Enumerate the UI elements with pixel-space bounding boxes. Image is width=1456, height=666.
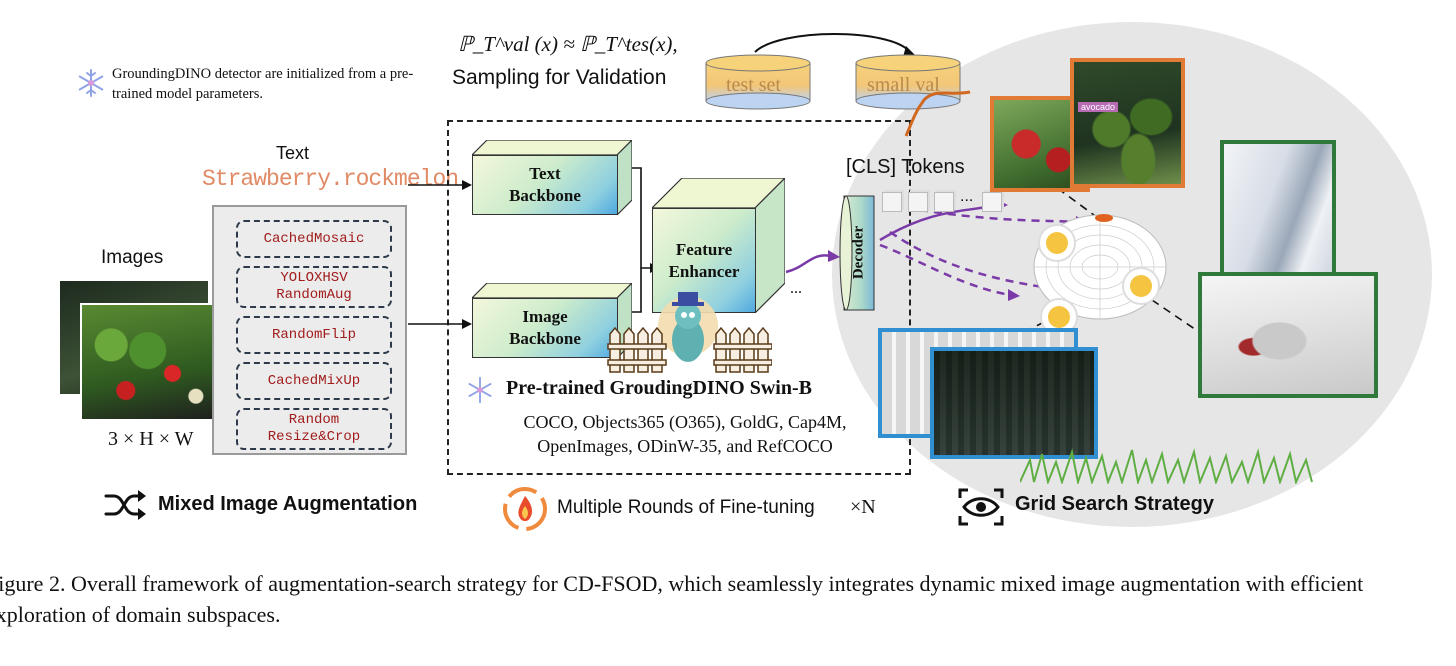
finetune-label: Multiple Rounds of Fine-tuning (557, 497, 815, 518)
aug-cached-mosaic: CachedMosaic (236, 220, 392, 258)
aug-random-resize-crop: Random Resize&Crop (236, 408, 392, 450)
photo-avocado: avocado (1070, 58, 1185, 188)
fire-cycle-icon (502, 486, 548, 532)
small-val-label: small val (867, 74, 940, 96)
grid-search-label: Grid Search Strategy (1015, 493, 1214, 515)
init-note: GroundingDINO detector are initialized f… (112, 66, 414, 102)
decoder-shape (839, 195, 875, 311)
text-backbone: Text Backbone (472, 140, 632, 215)
token-cubes: ... (882, 188, 1002, 214)
finetune-times: ×N (850, 496, 876, 518)
aug-random-flip: RandomFlip (236, 316, 392, 354)
snowflake-icon (466, 376, 494, 404)
snowflake-icon (76, 68, 106, 98)
token-cube (982, 192, 1002, 212)
fine-tuning-frame (447, 120, 911, 475)
cls-tokens-label: [CLS] Tokens (846, 156, 965, 178)
eye-scan-icon (958, 488, 1004, 526)
text-backbone-label: Text Backbone (472, 155, 618, 215)
enhancer-ellipsis: ... (790, 280, 802, 297)
token-ellipsis: ... (960, 188, 974, 205)
photo-aerial-parking (930, 347, 1098, 459)
token-cube (934, 192, 954, 212)
feature-enhancer-label: Feature Enhancer (652, 208, 756, 313)
mixed-augmentation-label: Mixed Image Augmentation (158, 493, 418, 515)
validation-label: Sampling for Validation (452, 66, 667, 89)
feature-enhancer: Feature Enhancer (652, 178, 785, 313)
image-dims: 3 × H × W (108, 428, 194, 450)
token-cube (908, 192, 928, 212)
aug-cached-mixup: CachedMixUp (236, 362, 392, 400)
pretrained-title: Pre-trained GroudingDINO Swin-B (506, 377, 812, 399)
avocado-detection-label: avocado (1078, 102, 1119, 112)
connector-arrows (408, 90, 1206, 346)
token-cube (882, 192, 902, 212)
text-prompt: Strawberry.rockmelon (202, 166, 459, 192)
aug-yoloxhsv-randomaug: YOLOXHSV RandomAug (236, 266, 392, 308)
images-label: Images (101, 247, 164, 268)
image-backbone-label: Image Backbone (472, 298, 618, 358)
test-set-label: test set (726, 74, 781, 96)
shuffle-icon (104, 490, 146, 520)
figure-caption: Figure 2. Overall framework of augmentat… (0, 571, 1364, 627)
input-image-strawberry (80, 303, 230, 421)
decoder-label: Decoder (850, 225, 867, 280)
pretrained-datasets: COCO, Objects365 (O365), GoldG, Cap4M, O… (523, 412, 847, 456)
grass-decoration (1020, 448, 1313, 484)
mascot-fence-icon (607, 292, 772, 373)
emoji-face-sad (1122, 267, 1160, 305)
dataset-cylinders (705, 33, 961, 110)
text-label: Text (276, 143, 310, 163)
augmentation-panel: CachedMosaic YOLOXHSV RandomAug RandomFl… (212, 205, 407, 455)
validation-formula: ℙ_T^val (x) ≈ ℙ_T^tes(x), (458, 32, 678, 56)
emoji-face-happy (1038, 224, 1076, 262)
photo-car-taillight (1198, 272, 1378, 398)
